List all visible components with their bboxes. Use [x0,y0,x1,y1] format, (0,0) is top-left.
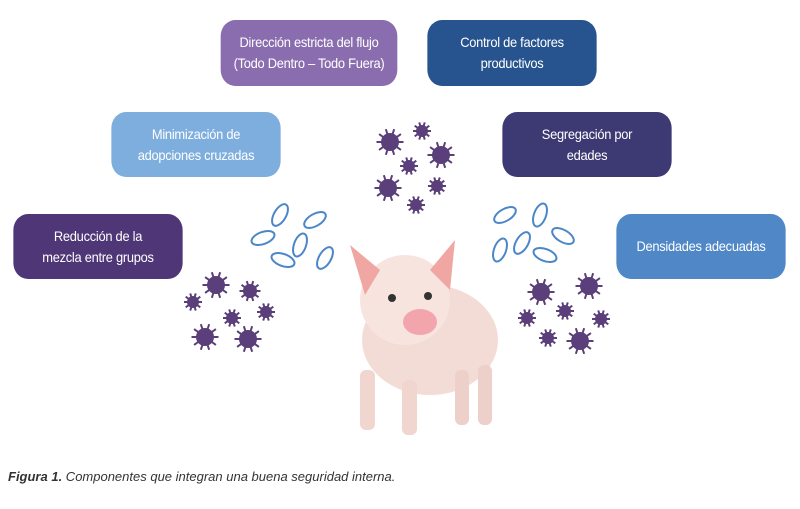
figure-caption: Figura 1. Componentes que integran una b… [8,469,395,484]
virus-icon [202,271,230,299]
virus-icon [400,157,418,175]
virus-icon [407,196,425,214]
virus-icon [376,128,404,156]
virus-icon [427,141,455,169]
box-label: Dirección estricta del flujo (Todo Dentr… [233,34,385,71]
box-label: Densidades adecuadas [636,238,766,254]
virus-icon [556,302,574,320]
virus-icon [234,325,262,353]
bacteria-icon [270,252,296,268]
virus-icon [575,272,603,300]
virus-icon [257,303,275,321]
bacteria-icon [493,206,517,224]
virus-icon [374,174,402,202]
bacteria-icon [532,202,548,228]
virus-icon [223,309,241,327]
box-reduccion: Reducción de la mezcla entre grupos [13,214,183,279]
box-label: Control de factores productivos [460,34,564,71]
virus-icon [539,329,557,347]
bacteria-icon [316,246,334,270]
box-label: Segregación por edades [541,125,633,163]
bacteria-icon [271,203,289,227]
bacteria-icon [513,231,531,255]
box-direccion: Dirección estricta del flujo (Todo Dentr… [220,20,398,86]
caption-text: Componentes que integran una buena segur… [62,469,396,484]
box-segregacion: Segregación por edades [502,112,672,177]
box-minimizacion: Minimización de adopciones cruzadas [111,112,281,177]
bacteria-icon [532,247,558,263]
virus-icon [428,177,446,195]
virus-icon [191,323,219,351]
virus-icon [413,122,431,140]
virus-icon [184,293,202,311]
virus-icon [566,327,594,355]
box-control: Control de factores productivos [427,20,597,86]
box-label: Reducción de la mezcla entre grupos [42,227,154,265]
bacteria-icon [250,230,276,246]
bacteria-icon [492,237,508,263]
box-label: Minimización de adopciones cruzadas [137,125,255,163]
virus-icon [518,309,536,327]
pig-image [350,240,498,435]
virus-icon [239,280,261,302]
bacteria-icon [551,227,575,245]
caption-label: Figura 1. [8,469,63,484]
box-densidades: Densidades adecuadas [616,214,786,279]
bacteria-icon [303,211,327,229]
virus-icon [592,310,610,328]
virus-icon [527,278,555,306]
bacteria-icon [292,232,308,258]
